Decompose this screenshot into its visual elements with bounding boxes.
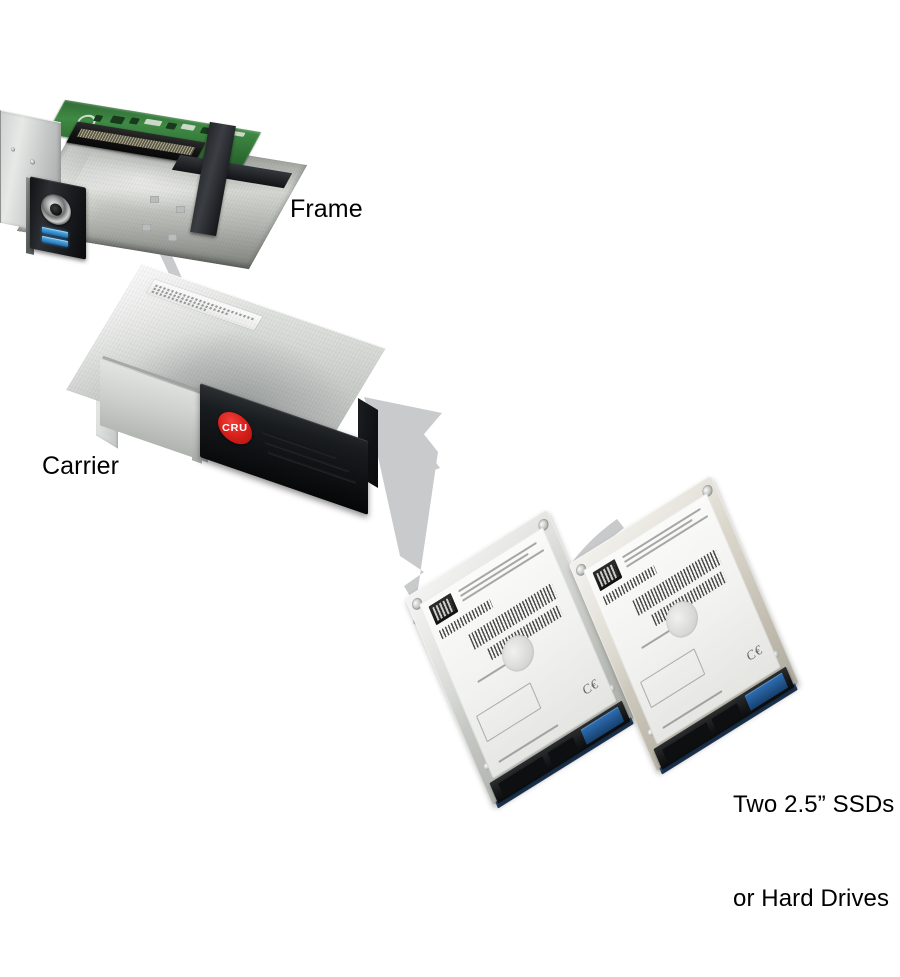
key-lock-icon[interactable]: [41, 191, 71, 228]
frame-screw-hole: [11, 147, 15, 152]
carrier-component: CRU: [66, 263, 406, 530]
label-carrier: Carrier: [42, 452, 120, 480]
cru-badge-text: CRU: [222, 422, 248, 434]
drive-ce-mark: C€: [580, 674, 601, 699]
drive-ce-mark: C€: [744, 640, 765, 665]
label-frame: Frame: [290, 195, 363, 223]
diagram-canvas: CRU: [0, 0, 900, 900]
label-drives-line2: or Hard Drives: [733, 884, 890, 912]
drive-cert-box: [640, 648, 706, 709]
carrier-vent-slots: [262, 430, 358, 493]
drive-spindle: [496, 628, 539, 678]
label-drives: Two 2.5” SSDs or Hard Drives: [733, 727, 894, 977]
frame-screw-hole: [30, 158, 35, 165]
cru-badge: CRU: [218, 407, 252, 449]
drive-cert-box: [476, 682, 542, 743]
label-drives-line1: Two 2.5” SSDs: [733, 791, 895, 819]
frame-front-bezel: [30, 176, 86, 260]
drive-spindle: [660, 594, 703, 644]
frame-component: [0, 99, 308, 270]
